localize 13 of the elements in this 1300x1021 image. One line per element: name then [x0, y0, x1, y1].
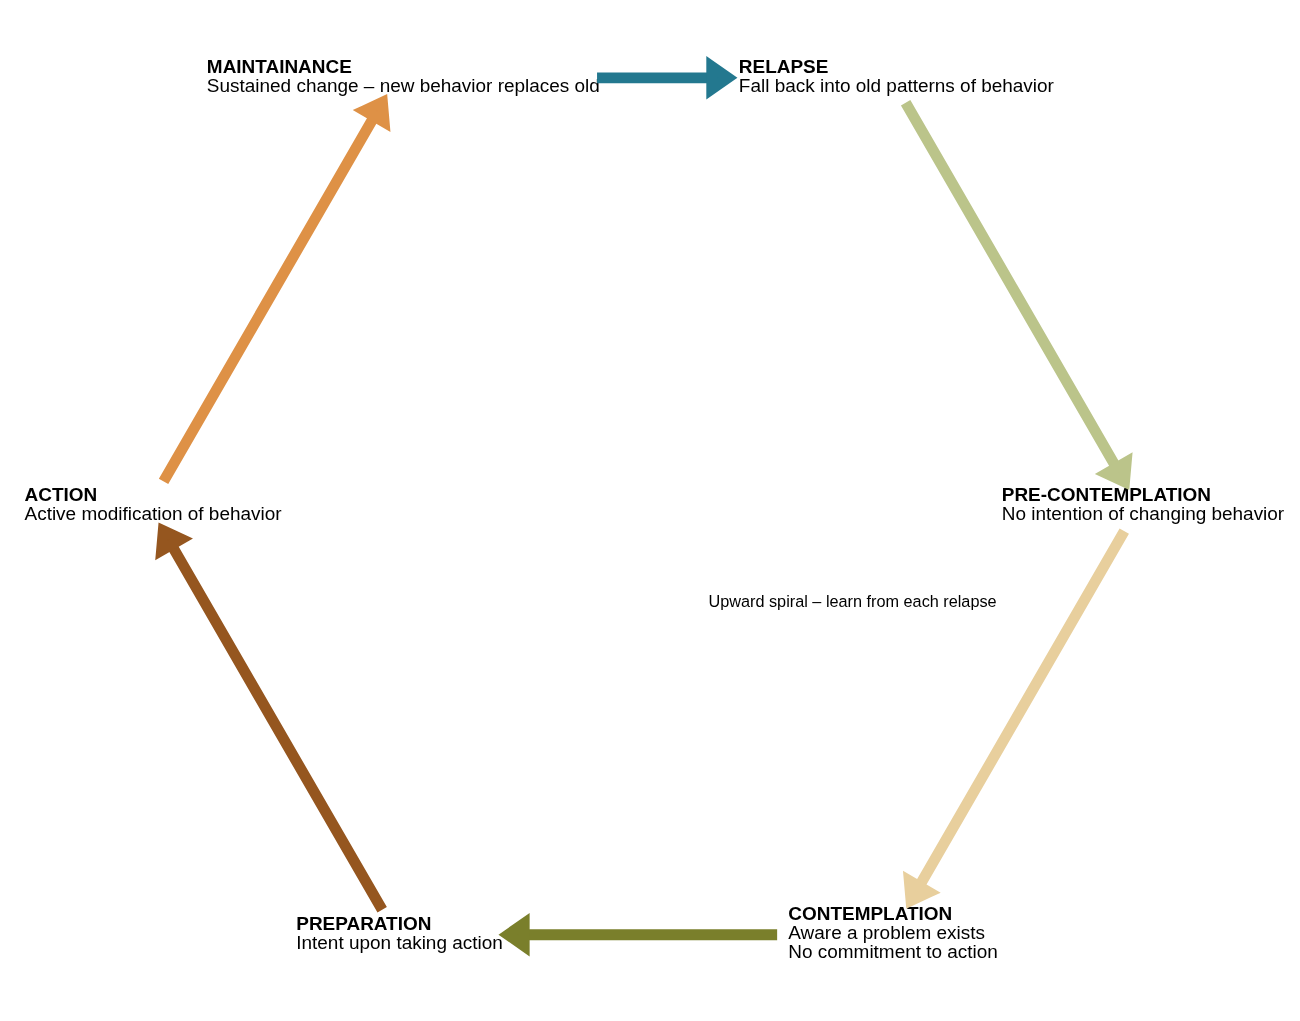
arrow: [902, 527, 1129, 909]
node-text: CONTEMPLATION Aware a problem exists No commitment to action: [788, 902, 998, 962]
node-text: RELAPSE Fall back into old patterns of behavior: [738, 55, 1054, 96]
arrow: [155, 522, 387, 913]
arrow: [900, 99, 1133, 490]
arrow: [597, 55, 738, 100]
node-text: PRE-CONTEMPLATION No intention of changing behavior: [1001, 483, 1285, 524]
arrow: [498, 912, 778, 956]
label: Upward spiral – learn from each relapse: [708, 591, 997, 610]
node-text: MAINTAINANCE Sustained change – new behavior replaces old: [206, 55, 600, 96]
arrow: [158, 93, 391, 484]
node-text: PREPARATION Intent upon taking action: [296, 912, 503, 953]
node-text: ACTION Active modification of behavior: [24, 483, 282, 524]
